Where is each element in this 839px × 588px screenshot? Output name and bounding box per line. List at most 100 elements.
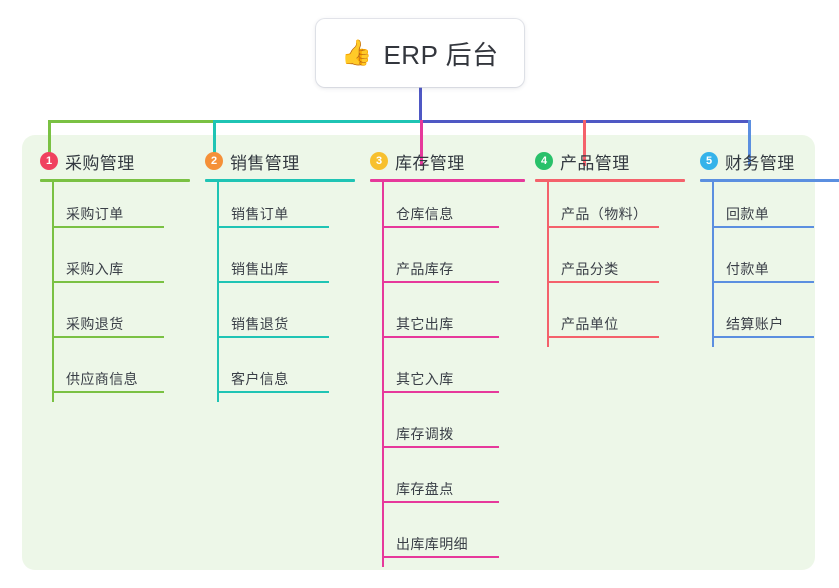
list-item-label: 产品（物料） (561, 206, 648, 222)
list-item[interactable]: 产品库存 (382, 237, 525, 292)
list-item-label: 付款单 (726, 261, 770, 277)
list-item-label: 客户信息 (231, 371, 289, 387)
list-item-label: 销售订单 (231, 206, 289, 222)
list-item-underline (382, 336, 499, 338)
list-item[interactable]: 采购订单 (52, 182, 190, 237)
column-spine (52, 182, 54, 402)
list-item[interactable]: 付款单 (712, 237, 839, 292)
list-item[interactable]: 供应商信息 (52, 347, 190, 402)
list-item-underline (52, 336, 164, 338)
list-item-label: 产品单位 (561, 316, 619, 332)
list-item-underline (547, 281, 659, 283)
list-item[interactable]: 出库库明细 (382, 512, 525, 567)
list-item-underline (382, 446, 499, 448)
list-item-underline (382, 281, 499, 283)
list-item[interactable]: 库存盘点 (382, 457, 525, 512)
column-header-underline (370, 179, 525, 182)
list-item-label: 仓库信息 (396, 206, 454, 222)
root-node-content: 👍 ERP 后台 (341, 35, 498, 72)
connector-bus-segment-1 (48, 120, 215, 123)
list-item-label: 采购订单 (66, 206, 124, 222)
list-item[interactable]: 采购退货 (52, 292, 190, 347)
column-header-1[interactable]: 1 采购管理 (40, 148, 190, 174)
list-item-label: 其它出库 (396, 316, 454, 332)
connector-drop-4 (583, 120, 586, 166)
list-item-underline (52, 226, 164, 228)
list-item[interactable]: 其它出库 (382, 292, 525, 347)
list-item[interactable]: 其它入库 (382, 347, 525, 402)
column-items: 采购订单采购入库采购退货供应商信息 (52, 182, 190, 402)
column-header-4[interactable]: 4 产品管理 (535, 148, 685, 174)
list-item-underline (217, 391, 329, 393)
column-number-badge: 4 (535, 152, 553, 170)
list-item[interactable]: 销售出库 (217, 237, 355, 292)
list-item-underline (382, 226, 499, 228)
list-item[interactable]: 结算账户 (712, 292, 839, 347)
column-4: 4 产品管理产品（物料） 产品分类产品单位 (535, 148, 685, 347)
columns-background-panel (22, 135, 815, 570)
list-item-underline (547, 226, 659, 228)
list-item-underline (217, 336, 329, 338)
column-title: 库存管理 (395, 153, 465, 173)
root-node-erp-backend[interactable]: 👍 ERP 后台 (316, 19, 524, 87)
list-item-underline (712, 226, 814, 228)
list-item[interactable]: 产品分类 (547, 237, 685, 292)
column-title: 采购管理 (65, 153, 135, 173)
list-item-underline (52, 391, 164, 393)
list-item[interactable]: 销售退货 (217, 292, 355, 347)
column-title: 财务管理 (725, 153, 795, 173)
list-item[interactable]: 库存调拨 (382, 402, 525, 457)
column-header-underline (700, 179, 839, 182)
list-item[interactable]: 产品（物料） (547, 182, 685, 237)
column-number-badge: 1 (40, 152, 58, 170)
list-item-underline (712, 281, 814, 283)
column-title: 销售管理 (230, 153, 300, 173)
list-item-label: 其它入库 (396, 371, 454, 387)
list-item[interactable]: 仓库信息 (382, 182, 525, 237)
list-item-label: 库存盘点 (396, 481, 454, 497)
column-2: 2 销售管理销售订单销售出库销售退货客户信息 (205, 148, 355, 402)
column-title: 产品管理 (560, 153, 630, 173)
column-header-underline (40, 179, 190, 182)
list-item-label: 回款单 (726, 206, 770, 222)
column-number-badge: 2 (205, 152, 223, 170)
column-items: 仓库信息产品库存其它出库其它入库库存调拨库存盘点出库库明细 (382, 182, 525, 567)
column-spine (547, 182, 549, 347)
column-header-5[interactable]: 5 财务管理 (700, 148, 839, 174)
list-item[interactable]: 产品单位 (547, 292, 685, 347)
list-item-label: 采购退货 (66, 316, 124, 332)
column-header-underline (205, 179, 355, 182)
list-item-underline (712, 336, 814, 338)
column-5: 5 财务管理回款单付款单结算账户 (700, 148, 839, 347)
root-node-title: ERP 后台 (383, 39, 499, 70)
list-item[interactable]: 销售订单 (217, 182, 355, 237)
column-header-3[interactable]: 3 库存管理 (370, 148, 525, 174)
list-item-underline (382, 501, 499, 503)
connector-drop-5 (748, 120, 751, 166)
connector-drop-1 (48, 120, 51, 166)
column-spine (712, 182, 714, 347)
column-number-badge: 3 (370, 152, 388, 170)
list-item-underline (217, 281, 329, 283)
column-header-2[interactable]: 2 销售管理 (205, 148, 355, 174)
list-item-label: 供应商信息 (66, 371, 138, 387)
column-3: 3 库存管理仓库信息产品库存其它出库其它入库库存调拨库存盘点出库库明细 (370, 148, 525, 567)
list-item-label: 销售退货 (231, 316, 289, 332)
connector-drop-3 (420, 120, 423, 166)
column-number-badge: 5 (700, 152, 718, 170)
list-item-label: 结算账户 (726, 316, 784, 332)
connector-bus-segment-2 (213, 120, 422, 123)
column-spine (382, 182, 384, 567)
list-item-underline (217, 226, 329, 228)
list-item-label: 产品分类 (561, 261, 619, 277)
list-item[interactable]: 客户信息 (217, 347, 355, 402)
column-header-underline (535, 179, 685, 182)
column-items: 销售订单销售出库销售退货客户信息 (217, 182, 355, 402)
column-items: 回款单付款单结算账户 (712, 182, 839, 347)
list-item[interactable]: 回款单 (712, 182, 839, 237)
list-item[interactable]: 采购入库 (52, 237, 190, 292)
thumbs-up-icon: 👍 (341, 38, 373, 67)
list-item-underline (382, 556, 499, 558)
list-item-underline (52, 281, 164, 283)
